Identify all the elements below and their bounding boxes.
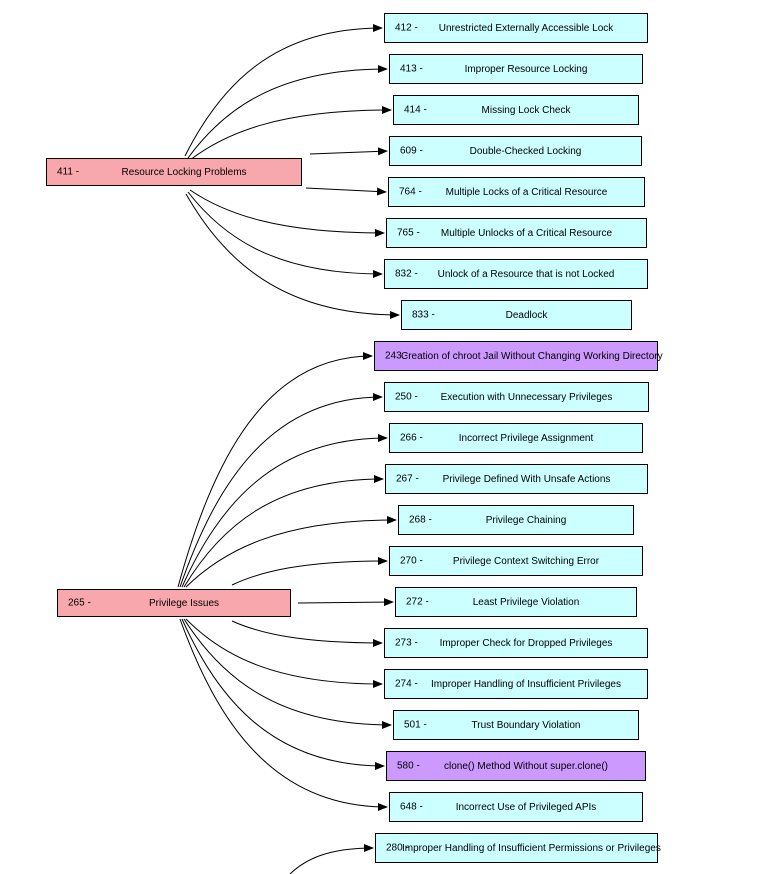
node-label: Unlock of a Resource that is not Locked [437,268,615,280]
child-node-648[interactable]: 648 - Incorrect Use of Privileged APIs [389,792,643,822]
node-label: Missing Lock Check [481,104,571,116]
node-label: Improper Check for Dropped Privileges [439,637,613,649]
edge-265-to-250 [179,393,383,588]
edge-411-to-609 [309,147,388,156]
node-label: Improper Handling of Insufficient Permis… [402,842,661,854]
node-id: 272 - [406,596,429,608]
node-label: Privilege Context Switching Error [452,555,600,567]
edge-411-to-832 [187,191,383,278]
edge-411-to-412 [184,24,383,157]
node-label: Deadlock [505,309,548,321]
child-node-243[interactable]: 243 -Creation of chroot Jail Without Cha… [374,341,663,371]
edge-265-to-274 [185,618,383,688]
node-label: Privilege Defined With Unsafe Actions [442,473,611,485]
node-id: 413 - [400,63,423,75]
node-id: 411 - [57,166,80,178]
node-label: Multiple Locks of a Critical Resource [445,186,608,198]
node-id: 414 - [404,104,427,116]
node-id: 648 - [400,801,423,813]
child-node-501[interactable]: 501 - Trust Boundary Violation [393,710,639,740]
child-node-268[interactable]: 268 - Privilege Chaining [398,505,634,535]
child-node-764[interactable]: 764 - Multiple Locks of a Critical Resour… [388,177,645,207]
node-label: Double-Checked Locking [469,145,582,157]
parent-node-265[interactable]: 265 - Privilege Issues [57,589,291,617]
child-node-580[interactable]: 580 - clone() Method Without super.clone(… [386,751,646,781]
edge-265-to-266 [181,434,388,588]
node-id: 765 - [397,227,420,239]
child-node-412[interactable]: 412 - Unrestricted Externally Accessible … [384,13,648,43]
edges-layer [177,24,400,874]
node-label: clone() Method Without super.clone() [444,760,608,772]
node-id: 267 - [396,473,419,485]
edge-265-to-648 [179,618,388,811]
edge-265-to-272 [297,598,394,607]
node-label: Unrestricted Externally Accessible Lock [438,22,614,34]
child-node-413[interactable]: 413 - Improper Resource Locking [389,54,643,84]
node-label: Improper Handling of Insufficient Privil… [431,678,621,690]
node-label: Creation of chroot Jail Without Changing… [401,350,663,362]
child-node-280[interactable]: 280 -Improper Handling of Insufficient P… [375,833,661,863]
node-label: Privilege Issues [148,597,220,609]
edge-265-to-273 [231,620,383,647]
node-id: 250 - [395,391,418,403]
child-node-274[interactable]: 274 - Improper Handling of Insufficient P… [384,669,648,699]
parent-node-411[interactable]: 411 - Resource Locking Problems [46,158,302,186]
edge-265-to-280 [289,844,374,874]
edge-265-to-243 [177,352,373,588]
edge-411-to-764 [305,187,387,196]
node-label: Multiple Unlocks of a Critical Resource [440,227,613,239]
edge-265-to-267 [183,475,384,588]
edge-265-to-268 [185,516,397,588]
node-id: 270 - [400,555,423,567]
child-node-833[interactable]: 833 - Deadlock [401,300,632,330]
node-id: 268 - [409,514,432,526]
edge-411-to-833 [185,193,400,319]
child-node-266[interactable]: 266 - Incorrect Privilege Assignment [389,423,643,453]
child-node-609[interactable]: 609 - Double-Checked Locking [389,136,642,166]
node-id: 580 - [397,760,420,772]
child-node-272[interactable]: 272 - Least Privilege Violation [395,587,637,617]
edge-411-to-414 [189,106,392,161]
node-id: 764 - [399,186,422,198]
child-node-414[interactable]: 414 - Missing Lock Check [393,95,639,125]
node-id: 609 - [400,145,423,157]
child-node-267[interactable]: 267 - Privilege Defined With Unsafe Actio… [385,464,648,494]
node-id: 265 - [68,597,91,609]
child-node-250[interactable]: 250 - Execution with Unnecessary Privileg… [384,382,649,412]
node-label: Trust Boundary Violation [471,719,581,731]
child-node-832[interactable]: 832 - Unlock of a Resource that is not Lo… [384,259,648,289]
node-id: 501 - [404,719,427,731]
node-label: Resource Locking Problems [121,166,247,178]
node-label: Execution with Unnecessary Privileges [440,391,613,403]
edge-265-to-501 [183,618,392,729]
node-label: Improper Resource Locking [464,63,588,75]
child-node-273[interactable]: 273 - Improper Check for Dropped Privileg… [384,628,648,658]
node-label: Incorrect Use of Privileged APIs [455,801,597,813]
node-id: 243 - [385,350,408,362]
edge-265-to-270 [231,557,388,586]
edge-265-to-580 [181,618,385,770]
node-label: Incorrect Privilege Assignment [458,432,594,444]
node-id: 266 - [400,432,423,444]
node-label: Privilege Chaining [485,514,567,526]
edge-411-to-413 [187,65,388,159]
child-node-270[interactable]: 270 - Privilege Context Switching Error [389,546,643,576]
edge-411-to-765 [189,189,385,237]
node-id: 412 - [395,22,418,34]
node-id: 273 - [395,637,418,649]
node-id: 280 - [386,842,409,854]
node-id: 274 - [395,678,418,690]
child-node-765[interactable]: 765 - Multiple Unlocks of a Critical Reso… [386,218,647,248]
node-label: Least Privilege Violation [472,596,580,608]
node-id: 833 - [412,309,435,321]
node-id: 832 - [395,268,418,280]
